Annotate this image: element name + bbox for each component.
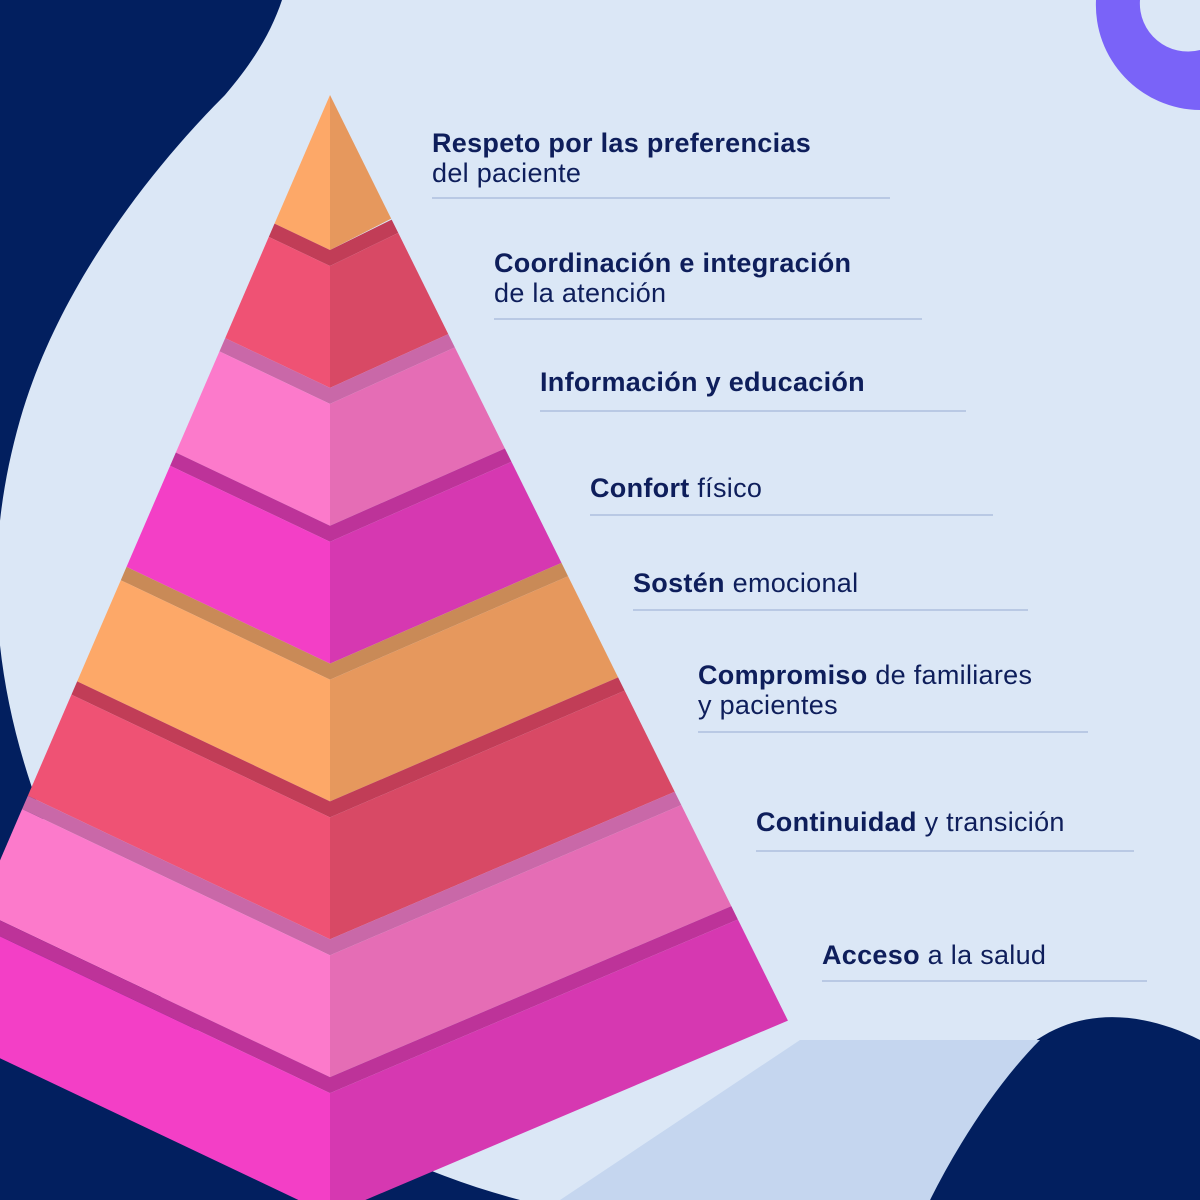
pyramid-level-right-face [330,805,732,1078]
pyramid-level-right-face [330,347,505,526]
pyramid-ground-shadow [560,1040,1040,1200]
level-label-rest: y transición [916,807,1065,837]
level-label-rest: a la salud [919,940,1047,970]
pyramid-level-right-face [330,576,619,802]
level-label-rest: emocional [724,568,859,598]
pyramid-level-top-band [120,562,569,680]
pyramid-level-left-face [225,236,330,388]
level-rule [540,410,966,412]
level-label: Compromiso de familiares y pacientes [698,660,1088,733]
level-rule [590,514,993,516]
level-label: Continuidad y transición [756,807,1134,852]
pyramid-level-left-face [0,936,330,1200]
level-label-bold: Compromiso [698,660,868,690]
pyramid-level-right-face [330,95,392,250]
pyramid-level-left-face [27,694,331,940]
level-rule [432,197,890,199]
pyramid [0,95,788,1200]
level-label-bold: Información y educación [540,367,865,397]
level-label-bold: Acceso [822,940,920,970]
pyramid-level-left-face [0,809,330,1078]
pyramid-level-top-band [0,906,738,1094]
pyramid-level-top-band [219,334,455,404]
level-label-line2: del paciente [432,158,582,188]
level-label-bold: Sostén [633,568,725,598]
level-rule [822,980,1147,982]
pyramid-level-right-face [330,461,562,664]
pyramid-level-right-face [330,232,449,388]
pyramid-level-right-face [330,919,788,1200]
level-label: Sostén emocional [633,568,1028,611]
level-rule [756,850,1134,852]
level-rule [494,318,922,320]
level-label-bold: Continuidad [756,807,917,837]
level-rule [633,609,1028,611]
pyramid-level-left-face [175,351,330,526]
level-rule [698,731,1088,733]
level-label: Información y educación [540,367,966,412]
level-label-bold: Coordinación e integración [494,248,852,278]
violet-ring-icon [1095,0,1200,110]
level-label: Confort físico [590,473,993,516]
level-label-line2: de la atención [494,278,667,308]
pyramid-level-left-face [77,580,330,802]
pyramid-level-left-face [274,95,330,250]
level-label: Acceso a la salud [822,940,1147,982]
pyramid-level-top-band [170,448,512,542]
pyramid-level-top-band [268,219,399,266]
level-label-rest: de familiares [867,660,1033,690]
level-label-bold: Respeto por las preferencias [432,128,812,158]
level-label-rest: físico [689,473,763,503]
level-label-bold: Confort [590,473,690,503]
level-label-line2: y pacientes [698,690,838,720]
pyramid-level-right-face [330,690,675,940]
pyramid-level-left-face [126,465,330,664]
